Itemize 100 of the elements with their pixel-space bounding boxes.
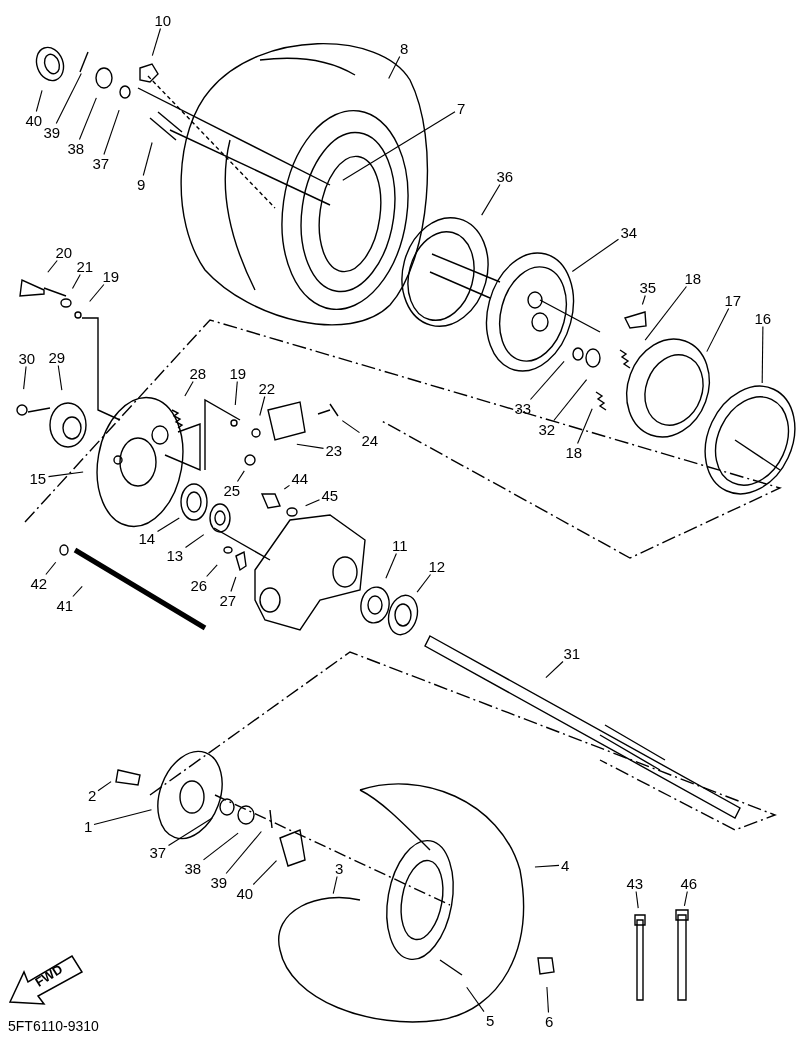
callout-number: 29 [47, 348, 67, 366]
callout-number: 38 [183, 859, 203, 877]
leader-line [683, 890, 688, 907]
leader-line [305, 499, 321, 507]
callout-number: 5 [485, 1011, 496, 1029]
leader-line [481, 183, 501, 216]
callout-number: 20 [54, 243, 74, 261]
leader-line [230, 576, 237, 593]
leader-line [202, 832, 239, 861]
leader-line [184, 380, 194, 397]
callout-number: 12 [427, 557, 447, 575]
leader-line [71, 273, 81, 289]
callout-number: 31 [562, 644, 582, 662]
leader-line [388, 55, 401, 80]
callout-number: 19 [228, 364, 248, 382]
callout-number: 32 [537, 420, 557, 438]
callout-number: 19 [101, 267, 121, 285]
callout-number: 35 [638, 278, 658, 296]
callout-number: 40 [235, 884, 255, 902]
leader-line [97, 781, 112, 792]
callout-number: 46 [679, 874, 699, 892]
leader-line [103, 109, 120, 156]
leader-line [644, 285, 687, 341]
callout-number: 3 [334, 859, 345, 877]
callout-number: 7 [456, 99, 467, 117]
leader-line [57, 364, 63, 391]
leader-line [342, 111, 456, 181]
leader-line [761, 325, 764, 384]
callout-number: 30 [17, 349, 37, 367]
leader-line [252, 860, 278, 886]
callout-number: 13 [165, 546, 185, 564]
leader-line [55, 72, 82, 125]
leader-line [571, 238, 620, 272]
leader-line [225, 830, 262, 875]
callout-number: 25 [222, 481, 242, 499]
leader-line [151, 27, 161, 57]
callout-number: 22 [257, 379, 277, 397]
leader-line [72, 585, 83, 598]
callout-number: 15 [28, 469, 48, 487]
callout-number: 21 [75, 257, 95, 275]
callout-number: 17 [723, 291, 743, 309]
leader-line [534, 864, 560, 868]
leader-line [635, 890, 639, 909]
leader-line [93, 809, 152, 825]
callout-number: 41 [55, 596, 75, 614]
leader-line [296, 443, 325, 449]
callout-number: 36 [495, 167, 515, 185]
leader-line [529, 360, 565, 401]
callout-number: 43 [625, 874, 645, 892]
leader-line [546, 986, 550, 1014]
callout-number: 18 [564, 443, 584, 461]
callout-number: 18 [683, 269, 703, 287]
callout-number: 8 [399, 39, 410, 57]
leader-line [78, 97, 97, 141]
callout-number: 44 [290, 469, 310, 487]
leader-line [545, 660, 564, 679]
callout-number: 1 [83, 817, 94, 835]
callout-number: 37 [148, 843, 168, 861]
leader-line [553, 379, 588, 422]
leader-line [332, 875, 338, 895]
leader-line [23, 365, 27, 390]
leader-line [167, 817, 213, 846]
callout-number: 39 [42, 123, 62, 141]
callout-number: 26 [189, 576, 209, 594]
leader-line [206, 564, 218, 578]
callout-number: 38 [66, 139, 86, 157]
callout-number: 27 [218, 591, 238, 609]
callout-number: 16 [753, 309, 773, 327]
leader-line [89, 283, 105, 303]
callout-number: 40 [24, 111, 44, 129]
callout-number: 45 [320, 486, 340, 504]
callout-number: 6 [544, 1012, 555, 1030]
callout-number: 42 [29, 574, 49, 592]
leader-line [47, 259, 58, 273]
callout-number: 34 [619, 223, 639, 241]
leader-line [283, 484, 291, 490]
callout-number: 9 [136, 175, 147, 193]
leader-line [47, 471, 84, 478]
leader-line [385, 552, 397, 579]
callout-number: 37 [91, 154, 111, 172]
leader-line [641, 294, 646, 306]
leader-line [142, 141, 153, 177]
callout-number: 4 [560, 856, 571, 874]
callout-number: 33 [513, 399, 533, 417]
leader-line [341, 420, 361, 434]
leader-line [184, 534, 205, 549]
leader-line [45, 561, 57, 576]
leader-line [156, 517, 180, 532]
leader-line [259, 395, 266, 417]
leader-line [416, 573, 432, 593]
part-code: 5FT6110-9310 [8, 1018, 99, 1034]
callout-number: 28 [188, 364, 208, 382]
callout-number: 10 [153, 11, 173, 29]
callout-number: 2 [87, 786, 98, 804]
leader-line [466, 986, 485, 1013]
leader-line [234, 380, 238, 406]
callout-number: 14 [137, 529, 157, 547]
callout-number: 24 [360, 431, 380, 449]
leader-line [706, 307, 730, 353]
callout-number: 23 [324, 441, 344, 459]
